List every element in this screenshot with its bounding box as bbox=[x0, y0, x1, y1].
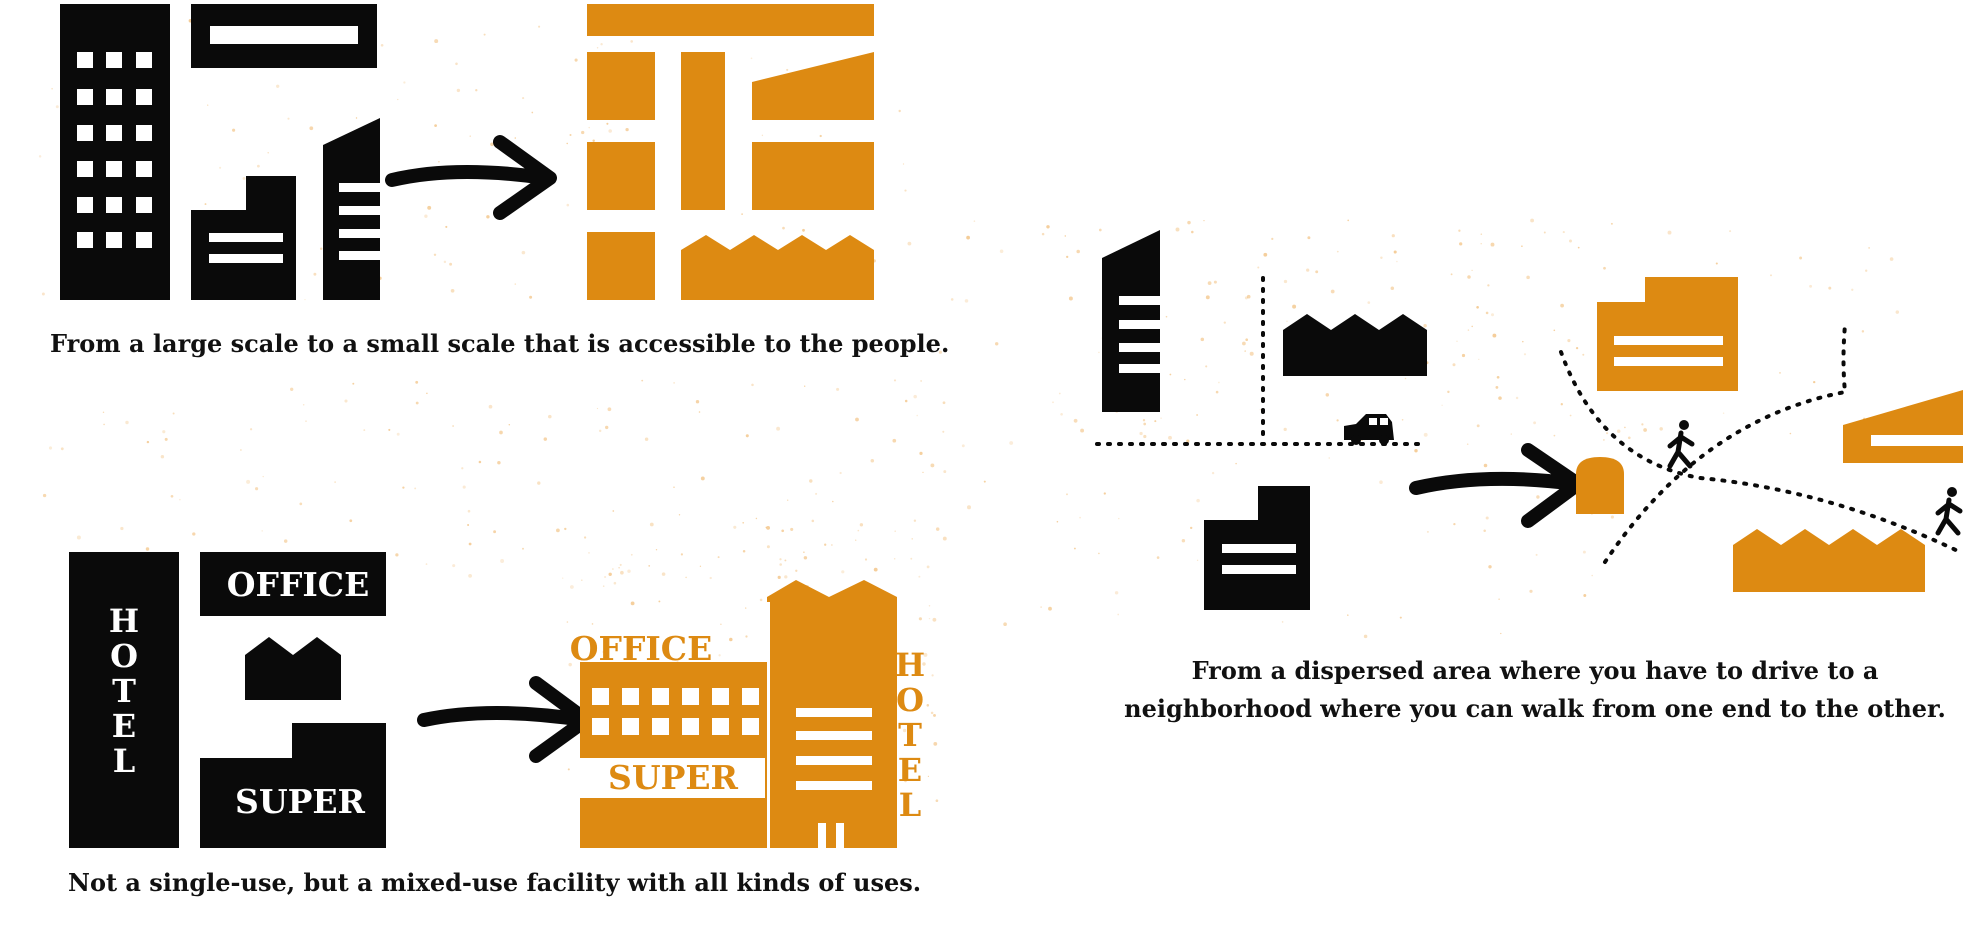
office-label: OFFICE bbox=[227, 565, 369, 604]
walking-path bbox=[1559, 350, 1962, 554]
tower-windows bbox=[77, 52, 152, 248]
caption-large-to-small: From a large scale to a small scale that… bbox=[50, 329, 950, 358]
caption-mixed-use: Not a single-use, but a mixed-use facili… bbox=[68, 868, 922, 897]
small-scale-blocks bbox=[587, 4, 874, 300]
panel-large-small bbox=[60, 4, 874, 300]
walking-path bbox=[1603, 323, 1848, 564]
large-scale-buildings bbox=[60, 4, 380, 300]
mixed-office-label: OFFICE bbox=[570, 629, 712, 668]
door bbox=[818, 823, 826, 848]
sawtooth-building bbox=[1283, 314, 1427, 376]
caption-walkable: From a dispersed area where you have to … bbox=[1124, 656, 1946, 723]
slanted-block bbox=[1843, 390, 1963, 463]
arrow-right-icon bbox=[385, 135, 557, 220]
car-icon bbox=[1344, 414, 1394, 445]
office-windows bbox=[592, 688, 759, 735]
pedestrian-icon bbox=[1667, 420, 1695, 469]
walkable-neighborhood bbox=[1559, 277, 1963, 592]
sawtooth-building bbox=[1733, 529, 1925, 592]
panel-walkable bbox=[1095, 230, 1963, 610]
super-building bbox=[200, 723, 386, 848]
sawtooth-block bbox=[681, 235, 874, 300]
notched-building bbox=[1597, 277, 1738, 391]
twin-gable-building bbox=[245, 637, 341, 700]
mixed-super-label: SUPER bbox=[608, 758, 739, 797]
dispersed-area bbox=[1095, 230, 1427, 610]
super-band bbox=[580, 758, 765, 798]
hotel-tower bbox=[69, 552, 179, 848]
super-label: SUPER bbox=[235, 782, 366, 821]
dome-building bbox=[1576, 457, 1624, 514]
tall-tower bbox=[60, 4, 170, 300]
arrow-right-icon bbox=[417, 676, 593, 763]
arrow-right-icon bbox=[1409, 443, 1585, 528]
pedestrian-icon bbox=[1935, 487, 1963, 536]
office-block bbox=[200, 552, 386, 616]
